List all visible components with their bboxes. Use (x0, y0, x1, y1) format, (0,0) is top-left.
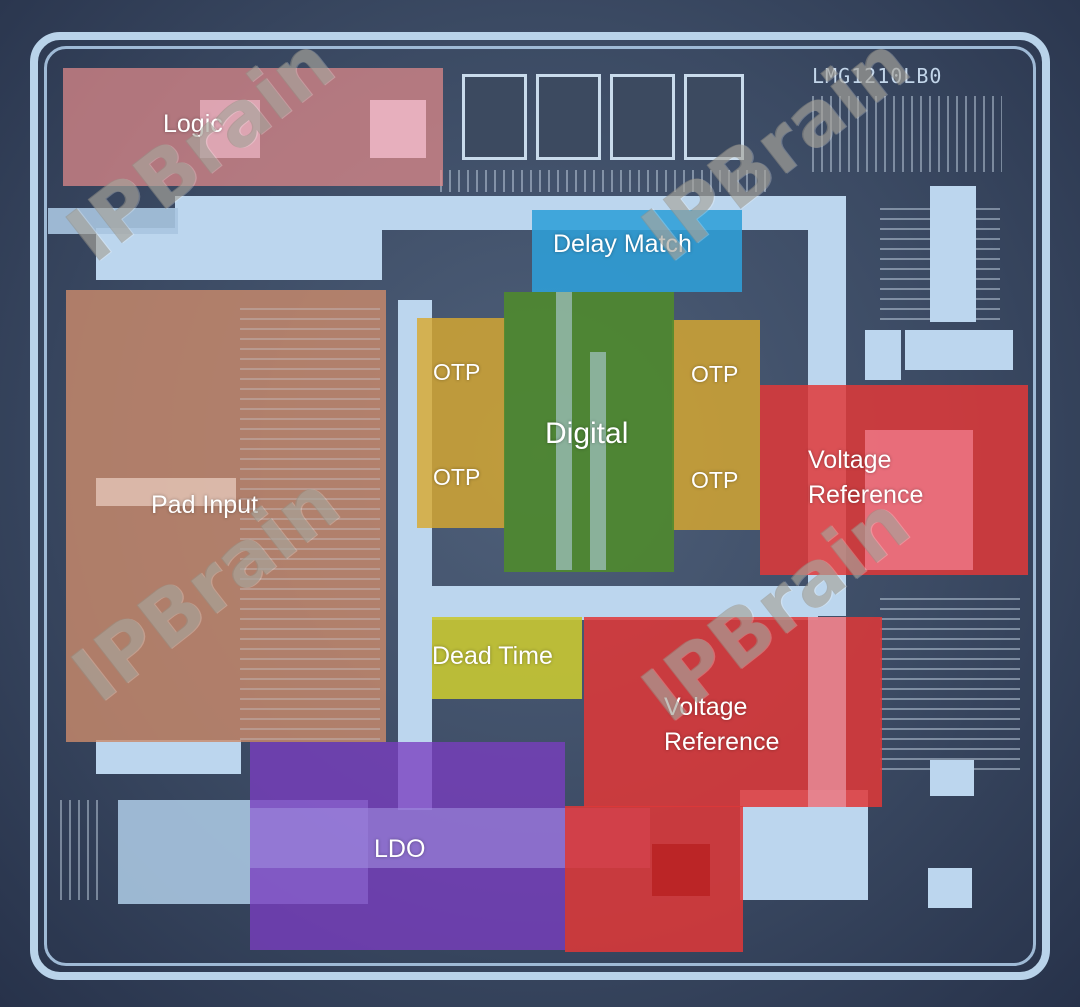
voltage-reference-right-label-line2: Reference (808, 481, 924, 509)
metal-trace (96, 740, 241, 774)
dead-time-region (432, 617, 582, 699)
metal-trace (930, 760, 974, 796)
bond-cell (684, 74, 744, 160)
metal-trace (905, 330, 1013, 370)
metal-trace (928, 868, 972, 908)
voltage-reference-right-label-line1: Voltage (808, 446, 892, 474)
pad-input-region (66, 290, 386, 742)
voltage-reference-center-label-line1: Voltage (664, 693, 748, 721)
digital-region (504, 292, 674, 572)
metal-trace (398, 586, 818, 620)
digital-metal-line (556, 292, 572, 570)
circuit-texture (880, 590, 1020, 770)
seal-ring-inner (44, 46, 1036, 966)
otp-top-left-label: OTP (433, 359, 481, 385)
voltage-reference-center-metal (808, 617, 846, 807)
otp-bottom-right-label: OTP (691, 467, 739, 493)
logic-sub-block (200, 100, 260, 158)
bond-cell (462, 74, 527, 160)
logic-label: Logic (163, 110, 223, 138)
otp-bottom-left-label: OTP (433, 464, 481, 490)
die-marking: LMG1210LB0 (812, 64, 943, 88)
pad-input-label: Pad Input (151, 491, 259, 519)
delay-match-region (532, 210, 742, 292)
metal-trace (175, 196, 845, 230)
voltage-reference-bottom-sub-block (652, 844, 710, 896)
voltage-reference-center-label-line2: Reference (664, 728, 780, 756)
digital-label: Digital (545, 417, 629, 450)
dead-time-label: Dead Time (432, 642, 553, 670)
bond-cell (610, 74, 675, 160)
circuit-texture (440, 170, 770, 192)
logic-sub-block (370, 100, 426, 158)
bond-cell (536, 74, 601, 160)
ldo-label: LDO (374, 835, 426, 863)
metal-trace (48, 208, 178, 234)
circuit-texture (812, 96, 1002, 172)
otp-top-right-label: OTP (691, 361, 739, 387)
metal-trace (865, 330, 901, 380)
metal-trace (930, 186, 976, 322)
metal-trace (96, 228, 382, 280)
circuit-texture (60, 800, 100, 900)
seal-ring-outer (30, 32, 1050, 980)
otp-right-region (672, 320, 760, 530)
pad-input-sub-block (96, 478, 236, 506)
pad-input-texture (240, 300, 380, 740)
metal-trace (740, 790, 868, 900)
digital-metal-line (590, 352, 606, 570)
otp-left-region (417, 318, 505, 528)
delay-match-label: Delay Match (553, 230, 692, 258)
voltage-reference-right-sub-block (865, 430, 973, 570)
